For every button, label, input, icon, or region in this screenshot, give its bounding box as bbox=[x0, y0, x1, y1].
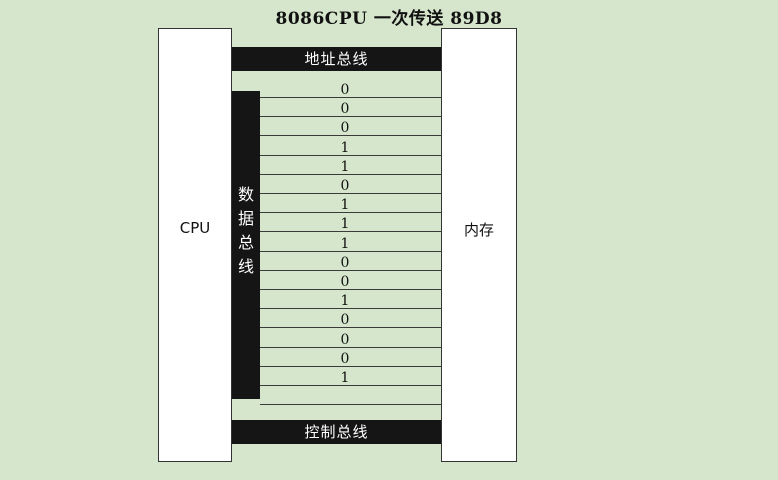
diagram-title: 8086CPU 一次传送 89D8 bbox=[275, 9, 503, 29]
bit-value-4: 1 bbox=[340, 158, 350, 175]
data-wire-9 bbox=[260, 269, 442, 271]
bit-value-14: 0 bbox=[340, 350, 350, 367]
cpu-label: CPU bbox=[179, 219, 211, 237]
address-bus-label: 地址总线 bbox=[304, 50, 369, 68]
data-wire-14 bbox=[260, 365, 442, 367]
data-wire-12 bbox=[260, 327, 442, 329]
data-wire-13 bbox=[260, 346, 442, 348]
data-wire-10 bbox=[260, 289, 442, 290]
bit-value-1: 0 bbox=[340, 101, 350, 118]
control-bus-label: 控制总线 bbox=[304, 423, 369, 441]
cpu-box: CPU bbox=[158, 28, 232, 462]
data-wire-5 bbox=[260, 193, 442, 194]
bit-value-9: 0 bbox=[340, 254, 350, 271]
address-bus: 地址总线 bbox=[232, 47, 441, 71]
bit-value-8: 1 bbox=[340, 235, 350, 252]
data-wire-15 bbox=[260, 385, 442, 386]
data-wire-4 bbox=[260, 173, 442, 175]
bit-value-3: 1 bbox=[340, 139, 350, 156]
data-wire-7 bbox=[260, 231, 442, 233]
data-bus-wires: 0 0 0 1 1 0 1 1 1 0 0 1 0 0 0 1 bbox=[260, 0, 442, 480]
data-wire-2 bbox=[260, 135, 442, 137]
bit-value-11: 1 bbox=[340, 293, 350, 310]
bit-value-6: 1 bbox=[340, 197, 350, 214]
bit-value-2: 0 bbox=[340, 120, 350, 137]
data-wire-6 bbox=[260, 212, 442, 214]
data-bus: 数据总线 bbox=[232, 91, 260, 399]
data-wire-0 bbox=[260, 97, 442, 98]
bit-value-7: 1 bbox=[340, 216, 350, 233]
bit-value-0: 0 bbox=[340, 82, 350, 98]
bit-value-12: 0 bbox=[340, 312, 350, 329]
data-bus-label: 数据总线 bbox=[237, 185, 254, 276]
bit-value-10: 0 bbox=[340, 274, 350, 290]
data-wire-1 bbox=[260, 116, 442, 118]
bit-value-5: 0 bbox=[340, 178, 350, 194]
memory-box: 内存 bbox=[441, 28, 517, 462]
data-wire-8 bbox=[260, 250, 442, 252]
data-wire-3 bbox=[260, 154, 442, 156]
control-bus: 控制总线 bbox=[232, 420, 441, 444]
bit-value-15: 1 bbox=[340, 370, 350, 386]
data-wire-16 bbox=[260, 404, 442, 406]
memory-label: 内存 bbox=[463, 221, 494, 239]
data-wire-11 bbox=[260, 308, 442, 310]
bit-value-13: 0 bbox=[340, 331, 350, 348]
